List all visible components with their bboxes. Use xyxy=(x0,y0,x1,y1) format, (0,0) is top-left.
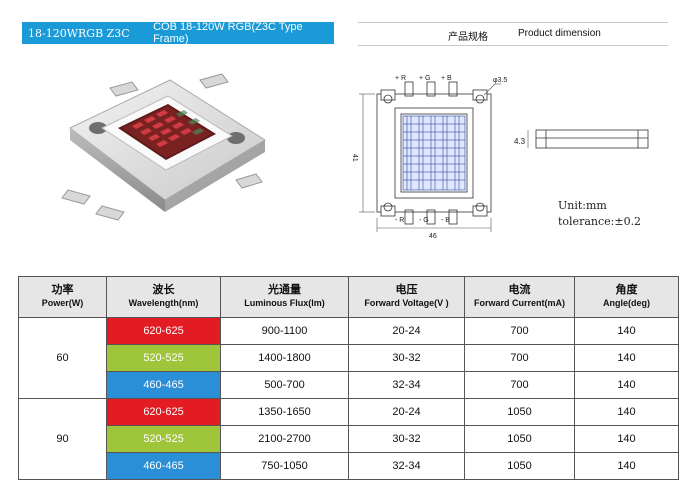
angle-cell: 140 xyxy=(574,452,679,480)
flux-cell: 1400-1800 xyxy=(220,344,349,372)
table-row: 90 620-625 1350-1650 20-24 1050 140 xyxy=(18,398,679,480)
dim-thickness: 4.3 xyxy=(514,137,526,146)
table-row: 520-525 2100-2700 30-32 1050 140 xyxy=(19,425,679,453)
wavelength-cell-red: 620-625 xyxy=(106,398,221,426)
dim-hole-diameter: φ3.5 xyxy=(493,77,507,84)
model-code: 18-120WRGB Z3C xyxy=(28,26,130,40)
dim-height: 41 xyxy=(351,154,358,162)
angle-cell: 140 xyxy=(574,317,679,345)
model-description: COB 18-120W RGB(Z3C Type Frame) xyxy=(153,21,303,45)
pad-label-plus-b: + B xyxy=(441,75,452,82)
current-cell: 700 xyxy=(464,371,575,399)
angle-cell: 140 xyxy=(574,425,679,453)
current-cell: 1050 xyxy=(464,452,575,480)
unit-label: Unit:mm xyxy=(558,199,607,212)
power-cell: 60 xyxy=(18,317,107,399)
dim-width: 46 xyxy=(429,233,437,240)
current-cell: 700 xyxy=(464,344,575,372)
tolerance-label: tolerance:±0.2 xyxy=(558,215,642,228)
current-cell: 700 xyxy=(464,317,575,345)
table-row: 60 620-625 900-1100 20-24 700 140 xyxy=(18,317,679,399)
pad-label-minus-g: - G xyxy=(419,217,429,224)
angle-cell: 140 xyxy=(574,371,679,399)
flux-cell: 2100-2700 xyxy=(220,425,349,453)
dimension-drawing: + R + G + B - R - G - B φ3.5 41 46 xyxy=(351,75,507,240)
voltage-cell: 32-34 xyxy=(348,371,465,399)
pad-label-plus-r: + R xyxy=(395,75,406,82)
cob-led-photo xyxy=(61,73,266,221)
voltage-cell: 20-24 xyxy=(348,317,465,345)
flux-cell: 750-1050 xyxy=(220,452,349,480)
wavelength-cell-green: 520-525 xyxy=(106,425,221,453)
wavelength-cell-red: 620-625 xyxy=(106,317,221,345)
flux-cell: 1350-1650 xyxy=(220,398,349,426)
units-note: Unit:mm tolerance:±0.2 xyxy=(558,198,641,230)
wavelength-cell-blue: 460-465 xyxy=(106,371,221,399)
wavelength-cell-green: 520-525 xyxy=(106,344,221,372)
table-row: 460-465 500-700 32-34 700 140 xyxy=(19,371,679,399)
wavelength-cell-blue: 460-465 xyxy=(106,452,221,480)
power-cell: 90 xyxy=(18,398,107,480)
angle-cell: 140 xyxy=(574,344,679,372)
flux-cell: 500-700 xyxy=(220,371,349,399)
pad-label-minus-b: - B xyxy=(441,217,450,224)
pad-label-plus-g: + G xyxy=(419,75,430,82)
pad-label-minus-r: - R xyxy=(395,217,404,224)
voltage-cell: 30-32 xyxy=(348,425,465,453)
spec-label-cn: 产品规格 xyxy=(448,32,488,43)
model-title-bar: 18-120WRGB Z3C COB 18-120W RGB(Z3C Type … xyxy=(22,21,334,45)
spec-label-en: Product dimension xyxy=(518,28,601,39)
table-row: 520-525 1400-1800 30-32 700 140 xyxy=(19,344,679,372)
voltage-cell: 32-34 xyxy=(348,452,465,480)
voltage-cell: 30-32 xyxy=(348,344,465,372)
voltage-cell: 20-24 xyxy=(348,398,465,426)
current-cell: 1050 xyxy=(464,425,575,453)
side-view-drawing: 4.3 xyxy=(514,129,649,149)
table-row: 460-465 750-1050 32-34 1050 140 xyxy=(19,452,679,480)
angle-cell: 140 xyxy=(574,398,679,426)
flux-cell: 900-1100 xyxy=(220,317,349,345)
current-cell: 1050 xyxy=(464,398,575,426)
spec-header-bar: 产品规格 Product dimension xyxy=(358,22,668,46)
